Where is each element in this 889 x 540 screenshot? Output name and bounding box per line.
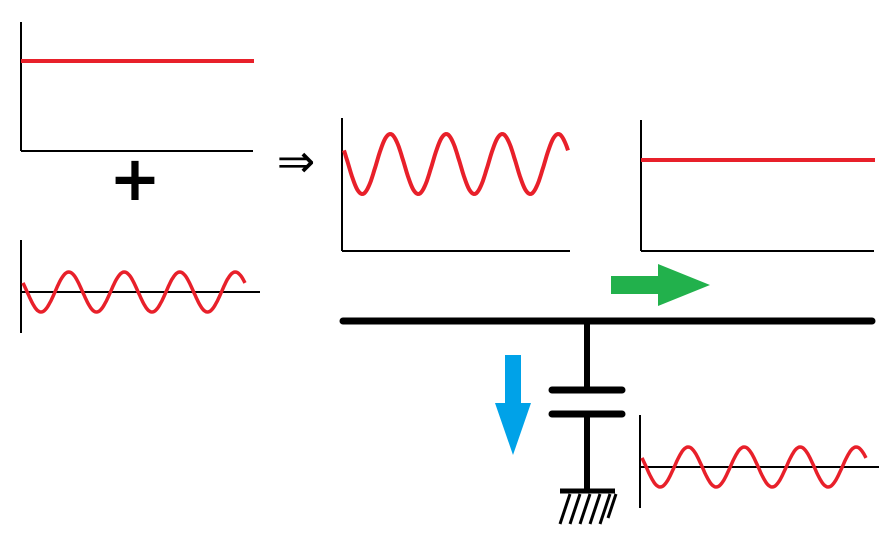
ground-icon <box>558 488 618 525</box>
ac-input-signal <box>21 270 247 314</box>
implies-arrow: ⇒ <box>277 134 316 188</box>
ac-output-graph <box>639 415 879 508</box>
dc-output-graph <box>640 120 875 252</box>
plus-symbol: + <box>109 142 161 215</box>
ground-hatch <box>558 493 572 525</box>
ac-input-graph <box>20 240 260 333</box>
ground-hatch <box>588 493 602 525</box>
down-arrow-icon <box>495 355 531 455</box>
combined-signal <box>342 131 570 197</box>
ground-hatch <box>568 493 582 525</box>
ground-hatch <box>578 493 592 525</box>
combined-signal-graph <box>341 118 570 252</box>
capacitor-icon <box>548 321 626 490</box>
ac-output-signal <box>640 445 868 489</box>
ground-hatch <box>598 493 612 525</box>
ground-hatch <box>606 493 618 519</box>
right-arrow-icon <box>611 264 710 306</box>
dc-input-graph <box>20 22 254 152</box>
